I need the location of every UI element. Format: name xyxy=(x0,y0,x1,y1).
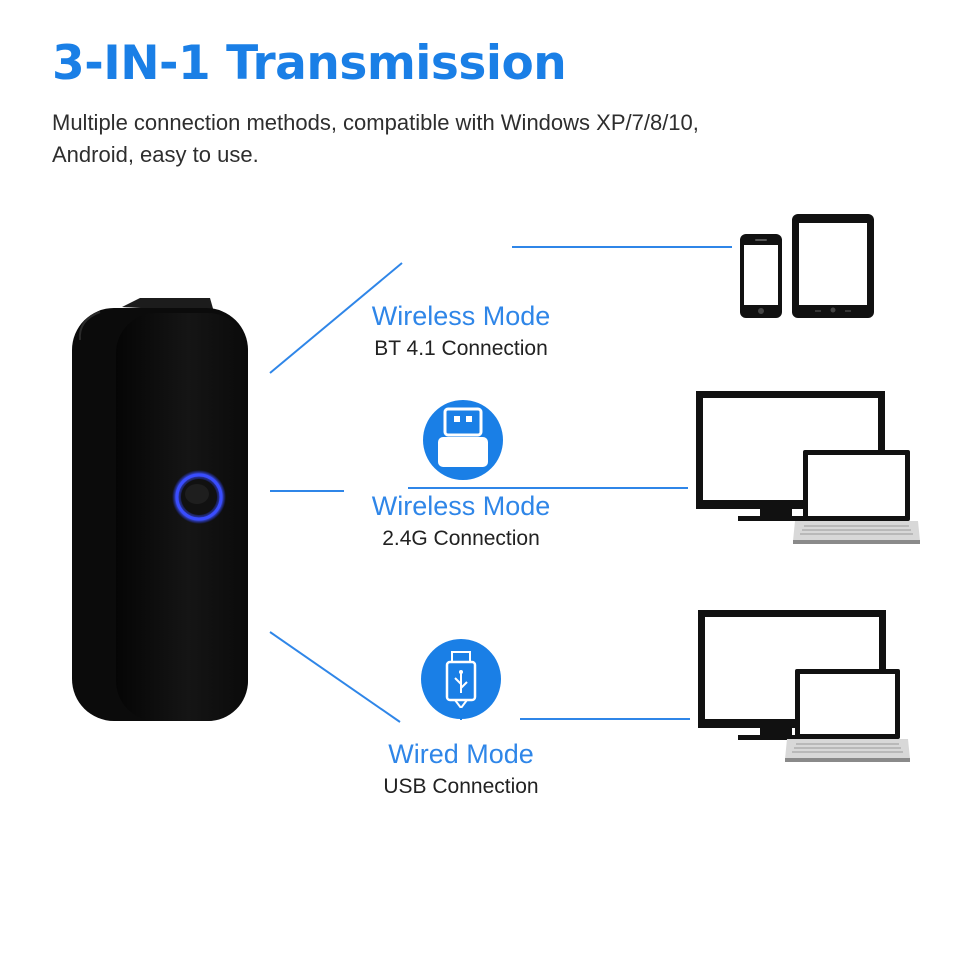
power-button xyxy=(172,470,226,524)
usb-dongle-icon xyxy=(423,400,503,480)
mode-name: Wireless Mode xyxy=(371,491,551,521)
barcode-scanner-device xyxy=(72,298,248,721)
mode-usb-label: Wired Mode USB Connection xyxy=(361,738,561,804)
phone-icon xyxy=(740,234,782,318)
mode-bt-label: Wireless Mode BT 4.1 Connection xyxy=(361,300,561,366)
line-usb-left xyxy=(269,631,401,723)
mode-detail: BT 4.1 Connection xyxy=(374,337,548,360)
line-bt-left xyxy=(269,262,403,374)
mode-detail: USB Connection xyxy=(383,775,539,798)
mode-detail: 2.4G Connection xyxy=(382,527,540,550)
mode-name: Wireless Mode xyxy=(371,301,551,331)
usb-cable-icon xyxy=(421,639,501,720)
page-subtitle: Multiple connection methods, compatible … xyxy=(52,110,699,167)
tablet-icon xyxy=(792,214,874,318)
laptop-icon xyxy=(785,669,910,762)
connection-lines xyxy=(269,246,732,723)
mode-name: Wired Mode xyxy=(388,739,534,769)
page-title: 3-IN-1 Transmission xyxy=(52,36,567,91)
laptop-icon xyxy=(793,450,920,544)
mode-24g-label: Wireless Mode 2.4G Connection xyxy=(361,490,561,556)
